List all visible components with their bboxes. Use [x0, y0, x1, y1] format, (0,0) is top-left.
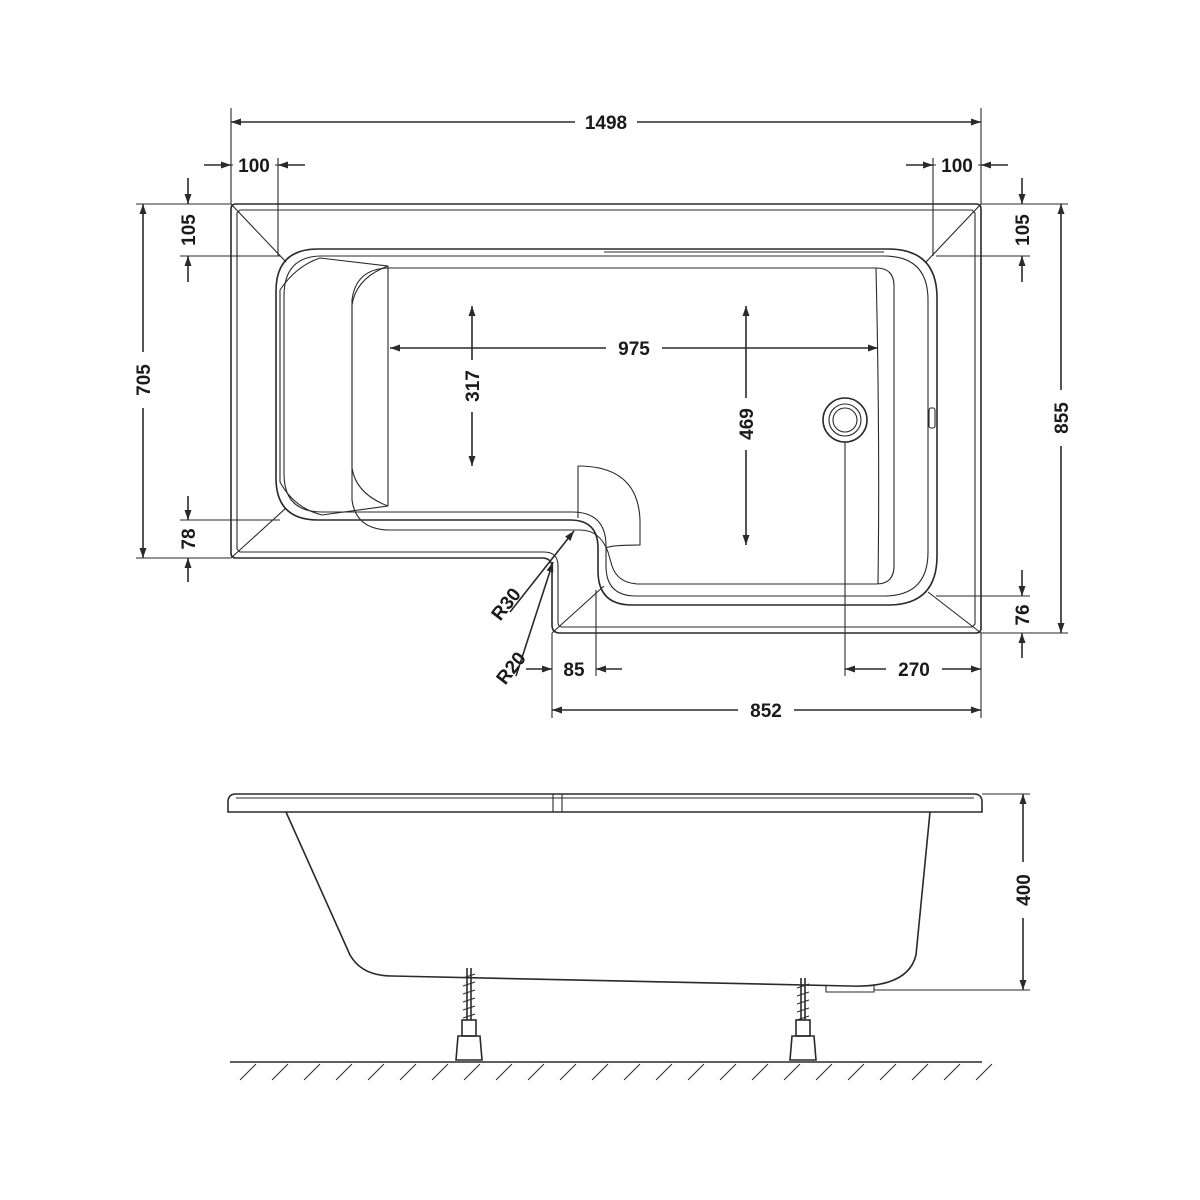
- floor-hatch: [303, 1063, 321, 1081]
- bowl-inner-contour: [283, 255, 929, 597]
- floor-hatch: [559, 1063, 577, 1081]
- dim-label-105-right: 105: [1013, 214, 1034, 246]
- bowl-floor: [351, 267, 895, 585]
- floor-hatch: [495, 1063, 513, 1081]
- floor-hatch: [943, 1063, 961, 1081]
- extension-lines: [136, 108, 1068, 718]
- leg-right: [789, 978, 817, 1061]
- dim-label-855: 855: [1052, 402, 1073, 434]
- dim-left-rim: 100: [204, 153, 305, 177]
- floor-hatch: [623, 1063, 641, 1081]
- dim-label-317: 317: [463, 370, 484, 402]
- corner-line: [230, 203, 287, 263]
- floor-hatch: [335, 1063, 353, 1081]
- dim-overall-length: 1498: [231, 110, 981, 134]
- elevation-waste: [825, 986, 875, 993]
- dim-label-400: 400: [1014, 874, 1035, 906]
- floor-hatch: [879, 1063, 897, 1081]
- dim-wide-depth: 469: [734, 306, 758, 545]
- floor-hatch: [399, 1063, 417, 1081]
- waste-outlet-icon: [822, 397, 868, 443]
- dim-inner-length: 975: [390, 336, 878, 360]
- floor-hatch: [591, 1063, 609, 1081]
- dim-label-1498: 1498: [585, 113, 627, 134]
- floor-hatch: [239, 1063, 257, 1081]
- backrest: [279, 257, 389, 516]
- floor-hatch: [975, 1063, 993, 1081]
- floor: [230, 1061, 993, 1081]
- dim-label-100-right: 100: [941, 156, 973, 177]
- dim-label-r30: R30: [488, 584, 526, 624]
- dim-step-offset: 85: [526, 657, 622, 681]
- step-curve: [577, 465, 641, 549]
- dim-label-270: 270: [898, 660, 930, 681]
- floor-hatch: [719, 1063, 737, 1081]
- dim-right-rim: 100: [906, 153, 1008, 177]
- dim-narrow-depth: 317: [460, 306, 484, 466]
- floor-hatch: [463, 1063, 481, 1081]
- corner-line: [551, 585, 605, 634]
- dim-label-85: 85: [563, 660, 585, 681]
- floor-hatch: [655, 1063, 673, 1081]
- dim-label-105-left: 105: [179, 214, 200, 246]
- dim-bottom-rim-left: 78: [176, 496, 200, 582]
- floor-hatch: [847, 1063, 865, 1081]
- dim-label-852: 852: [750, 701, 782, 722]
- dim-waste-offset: 270: [845, 657, 981, 681]
- floor-hatch: [815, 1063, 833, 1081]
- dim-label-705: 705: [134, 364, 155, 396]
- floor-hatch: [687, 1063, 705, 1081]
- side-elevation: 400: [227, 793, 1035, 1081]
- dim-top-rim-left: 105: [176, 178, 200, 282]
- dim-label-r20: R20: [493, 648, 531, 688]
- rim-outline: [230, 203, 982, 634]
- floor-hatch: [271, 1063, 289, 1081]
- dim-wide-section-length: 852: [552, 698, 981, 722]
- dim-label-975: 975: [618, 339, 650, 360]
- dim-label-100-left: 100: [238, 156, 270, 177]
- elevation-rim: [227, 793, 983, 813]
- dim-wide-width: 855: [1049, 204, 1073, 633]
- floor-hatch: [911, 1063, 929, 1081]
- foot-contour: [875, 267, 880, 585]
- dim-top-rim-right: 105: [1010, 178, 1034, 282]
- dim-label-469: 469: [737, 408, 758, 440]
- dim-label-76: 76: [1013, 604, 1034, 625]
- floor-hatch: [751, 1063, 769, 1081]
- plan-view: [230, 203, 982, 634]
- corner-line: [230, 507, 287, 559]
- plan-dimensions: 1498 100 100 105: [131, 108, 1073, 722]
- floor-hatch: [431, 1063, 449, 1081]
- leg-left: [455, 968, 483, 1061]
- dim-narrow-width: 705: [131, 204, 155, 558]
- bowl-outline: [275, 248, 938, 606]
- floor-hatch: [367, 1063, 385, 1081]
- corner-line: [925, 203, 982, 263]
- floor-hatch: [527, 1063, 545, 1081]
- dim-radius-30: R30: [488, 530, 575, 625]
- dim-height: 400: [1011, 794, 1035, 990]
- dim-label-78: 78: [179, 528, 200, 549]
- overflow-icon: [928, 407, 936, 429]
- floor-hatch: [783, 1063, 801, 1081]
- corner-line: [927, 591, 982, 634]
- elevation-bowl: [285, 811, 931, 987]
- rim-lip: [236, 209, 976, 628]
- dim-bottom-rim-right: 76: [1010, 570, 1034, 658]
